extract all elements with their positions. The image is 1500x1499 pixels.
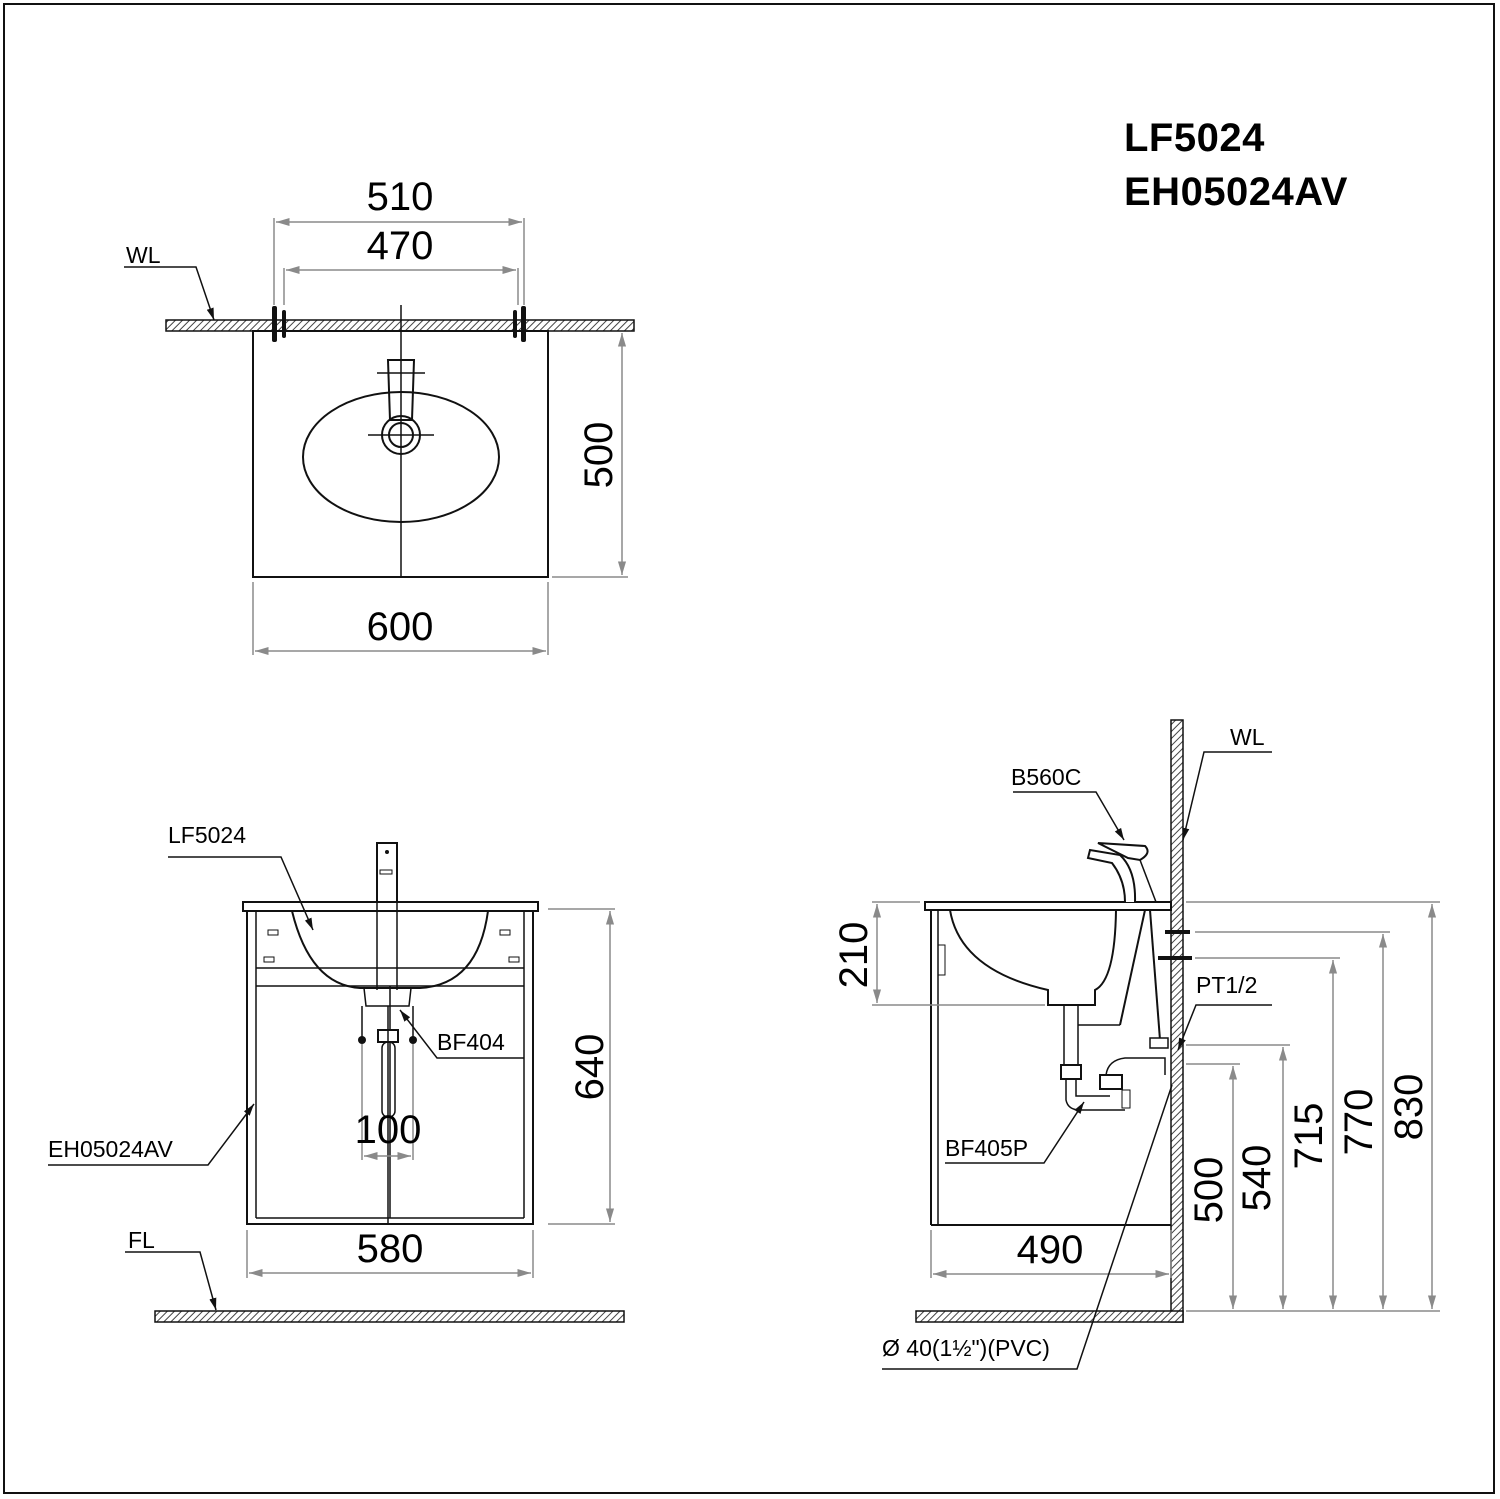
- dim-770: 770: [1337, 1089, 1381, 1156]
- side-view: 210 490 830 770 715 540 500 B560C WL PT1…: [832, 719, 1440, 1370]
- dim-500-side: 500: [1187, 1157, 1231, 1224]
- front-view: 100 640 580 LF5024 BF404 EH05024AV FL: [48, 822, 625, 1323]
- dim-490: 490: [1017, 1228, 1084, 1272]
- dim-100: 100: [355, 1108, 422, 1152]
- dim-640: 640: [568, 1034, 612, 1101]
- dim-540: 540: [1235, 1145, 1279, 1212]
- wall-vertical: [1170, 719, 1184, 1323]
- label-fl: FL: [128, 1227, 155, 1253]
- dim-470: 470: [367, 224, 434, 268]
- label-pt12: PT1/2: [1196, 972, 1257, 998]
- drawing-frame: [3, 3, 1495, 1494]
- label-wl-top: WL: [126, 242, 161, 268]
- dim-715: 715: [1287, 1103, 1331, 1170]
- cabinet: [246, 910, 534, 1225]
- label-eh05024av: EH05024AV: [48, 1136, 174, 1162]
- title-basin-model: LF5024: [1124, 116, 1265, 160]
- dim-210: 210: [832, 922, 876, 989]
- basin-side: [949, 909, 1117, 1006]
- wall-section: [165, 319, 635, 332]
- floor-side: [915, 1310, 1184, 1323]
- faucet-b560c: [1086, 848, 1137, 903]
- dim-580: 580: [357, 1227, 424, 1271]
- label-bf405p: BF405P: [945, 1135, 1028, 1161]
- top-view: 510 470 500 600 WL: [124, 175, 635, 656]
- dim-830: 830: [1387, 1074, 1431, 1141]
- dim-600: 600: [367, 605, 434, 649]
- dim-510: 510: [367, 175, 434, 219]
- label-bf404: BF404: [437, 1029, 505, 1055]
- label-wl-side: WL: [1230, 724, 1265, 750]
- label-b560c: B560C: [1011, 764, 1081, 790]
- dim-500-depth: 500: [577, 422, 621, 489]
- label-lf5024: LF5024: [168, 822, 246, 848]
- faucet-front: [376, 842, 398, 903]
- label-pipe: Ø 40(1½")(PVC): [882, 1335, 1050, 1361]
- floor-section: [154, 1310, 625, 1323]
- basin-bowl: [291, 910, 489, 989]
- bowl: [302, 391, 500, 523]
- title-cabinet-model: EH05024AV: [1124, 170, 1348, 214]
